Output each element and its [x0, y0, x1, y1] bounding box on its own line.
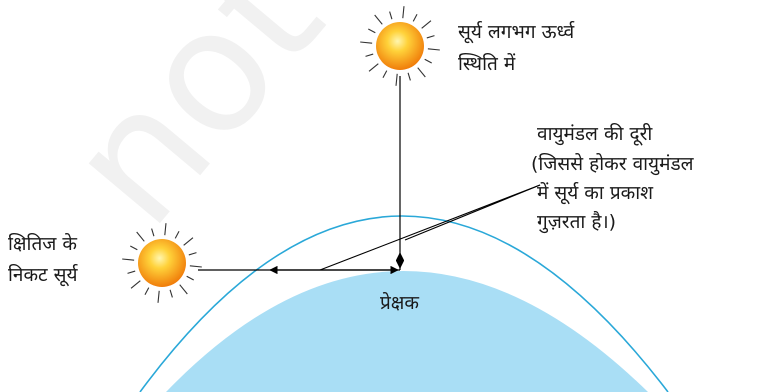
- watermark-text: not: [30, 0, 361, 261]
- sun-ray: [389, 11, 393, 20]
- sun-ray: [157, 290, 160, 303]
- sun-ray: [402, 6, 405, 19]
- sun-ray: [169, 289, 173, 298]
- sun-ray: [122, 258, 135, 261]
- sun-ray: [407, 72, 411, 81]
- sun-ray: [382, 70, 388, 78]
- horizon-sun-icon: [122, 223, 202, 303]
- pointer-line-short: [404, 184, 541, 241]
- sun-ray: [424, 58, 432, 64]
- sun-ray: [144, 287, 150, 295]
- sun-ray: [186, 275, 194, 281]
- sun-ray: [427, 48, 440, 51]
- sun-ray: [412, 14, 418, 22]
- sun-ray: [188, 252, 197, 256]
- sun-ray: [365, 53, 374, 57]
- sun-ray: [421, 20, 432, 29]
- sun-ray: [417, 67, 426, 78]
- sun-ray: [151, 228, 155, 237]
- label-sun-overhead: सूर्य लगभग ऊर्ध्व स्थिति में: [458, 20, 580, 75]
- sun-ray: [368, 63, 379, 72]
- atmosphere-boundary: [139, 215, 669, 392]
- sun-ray: [426, 35, 435, 39]
- sun-ray: [395, 73, 398, 86]
- sun-ray: [164, 223, 167, 236]
- sun-ray: [374, 14, 383, 25]
- label-atmosphere-distance: वायुमंडल की दूरी (जिससे होकर वायुमंडल मे…: [531, 122, 700, 234]
- sun-ray: [130, 245, 138, 251]
- sun-ray: [183, 237, 194, 246]
- pointer-line-long: [319, 184, 541, 271]
- sun-ray: [130, 280, 141, 289]
- sun-ray: [179, 284, 188, 295]
- label-sun-horizon: क्षितिज के निकट सूर्य: [8, 232, 83, 287]
- sun-ray: [136, 231, 145, 242]
- sun-ray: [127, 270, 136, 274]
- sun-ray: [360, 41, 373, 44]
- sun-ray: [174, 231, 180, 239]
- sun-ray: [189, 265, 202, 268]
- label-observer: प्रेक्षक: [380, 291, 419, 314]
- sun-ray: [368, 28, 376, 34]
- overhead-sun-icon: [360, 6, 440, 86]
- earth-surface: [166, 271, 648, 392]
